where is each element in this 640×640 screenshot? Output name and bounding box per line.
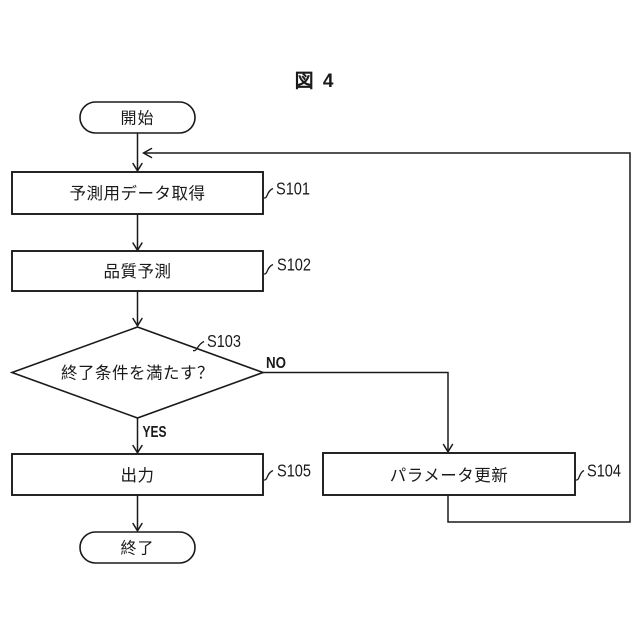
arrowhead-into-s103 xyxy=(132,317,143,328)
process-box-s104 xyxy=(322,452,576,496)
figure-title: 図 4 xyxy=(295,70,336,92)
arrowhead-feedback-merge xyxy=(141,147,153,159)
decision-diamond-s103 xyxy=(9,326,266,419)
step-label-s105: S105 xyxy=(277,461,311,481)
process-label-s104: パラメータ更新 xyxy=(390,466,509,485)
leader-line-s104 xyxy=(575,469,585,481)
process-label-s101: 予測用データ取得 xyxy=(70,183,206,203)
branch-label-no: NO xyxy=(266,355,286,372)
leader-line-s103 xyxy=(192,340,205,352)
step-label-s103: S103 xyxy=(207,331,241,351)
process-box-s101 xyxy=(11,171,264,215)
decision-label-s103: 終了条件を満たす？ xyxy=(61,364,214,383)
edge-s104-feedback-loop xyxy=(144,152,631,523)
step-label-s102: S102 xyxy=(277,255,311,275)
step-label-s104: S104 xyxy=(587,461,621,481)
branch-label-yes: YES xyxy=(143,424,167,441)
terminal-end-label: 終了 xyxy=(120,540,154,558)
process-box-s105 xyxy=(11,453,264,496)
terminal-end xyxy=(79,531,196,564)
leader-line-s105 xyxy=(263,469,274,481)
arrowhead-into-s104 xyxy=(442,443,454,454)
process-label-s102: 品質予測 xyxy=(104,262,172,281)
arrowhead-into-s101 xyxy=(132,162,143,173)
terminal-start-label: 開始 xyxy=(120,110,154,128)
arrowhead-into-s105 xyxy=(132,444,143,455)
edge-s103-to-s104-no xyxy=(263,371,449,451)
leader-line-s102 xyxy=(263,263,274,275)
process-box-s102 xyxy=(11,250,264,292)
process-label-s105: 出力 xyxy=(121,466,155,485)
arrowhead-into-end xyxy=(132,522,143,533)
leader-line-s101 xyxy=(263,187,274,199)
terminal-start xyxy=(79,101,196,134)
step-label-s101: S101 xyxy=(276,179,310,199)
